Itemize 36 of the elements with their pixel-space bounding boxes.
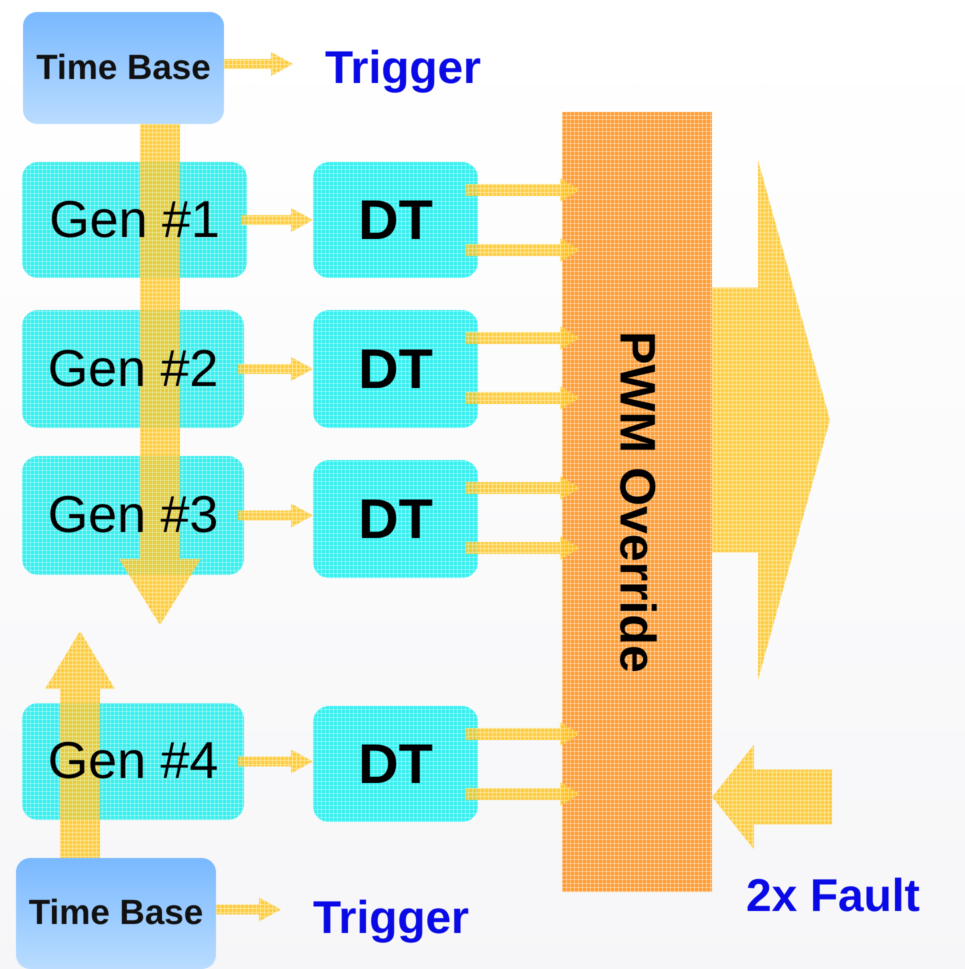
block-arrow (224, 52, 293, 76)
block-arrow (466, 722, 580, 746)
time-base-box (16, 858, 216, 969)
dead-time-box (313, 310, 478, 428)
block-arrow (45, 631, 115, 858)
block-arrow (238, 750, 313, 774)
pwm-override-box (562, 112, 712, 892)
block-arrow (466, 326, 580, 350)
trigger-label: Trigger (313, 892, 469, 942)
box-label: Gen #4 (48, 734, 218, 789)
block-arrow (238, 357, 313, 381)
block-arrow (466, 178, 580, 202)
block-arrow (216, 898, 281, 922)
box-label: DT (358, 490, 433, 548)
block-arrow (466, 238, 580, 262)
fault-label: 2x Fault (746, 868, 920, 922)
block-arrow (241, 208, 313, 232)
box-label: Time Base (28, 895, 204, 932)
trigger-label: Trigger (325, 42, 481, 92)
dead-time-box (313, 460, 478, 578)
block-arrow (238, 504, 313, 528)
block-arrow (466, 536, 580, 560)
block-arrow (119, 124, 201, 625)
block-arrow (466, 386, 580, 410)
block-arrow (466, 476, 580, 500)
block-arrow (712, 160, 830, 680)
dead-time-box (313, 706, 478, 822)
box-label: DT (358, 190, 433, 250)
time-base-box (23, 12, 224, 124)
box-label: PWM Override (610, 331, 664, 673)
block-arrow (466, 782, 580, 806)
dead-time-box (313, 162, 478, 278)
block-arrow (712, 744, 832, 850)
box-label: Time Base (36, 50, 211, 86)
box-label: DT (358, 340, 433, 398)
box-label: DT (358, 734, 433, 794)
